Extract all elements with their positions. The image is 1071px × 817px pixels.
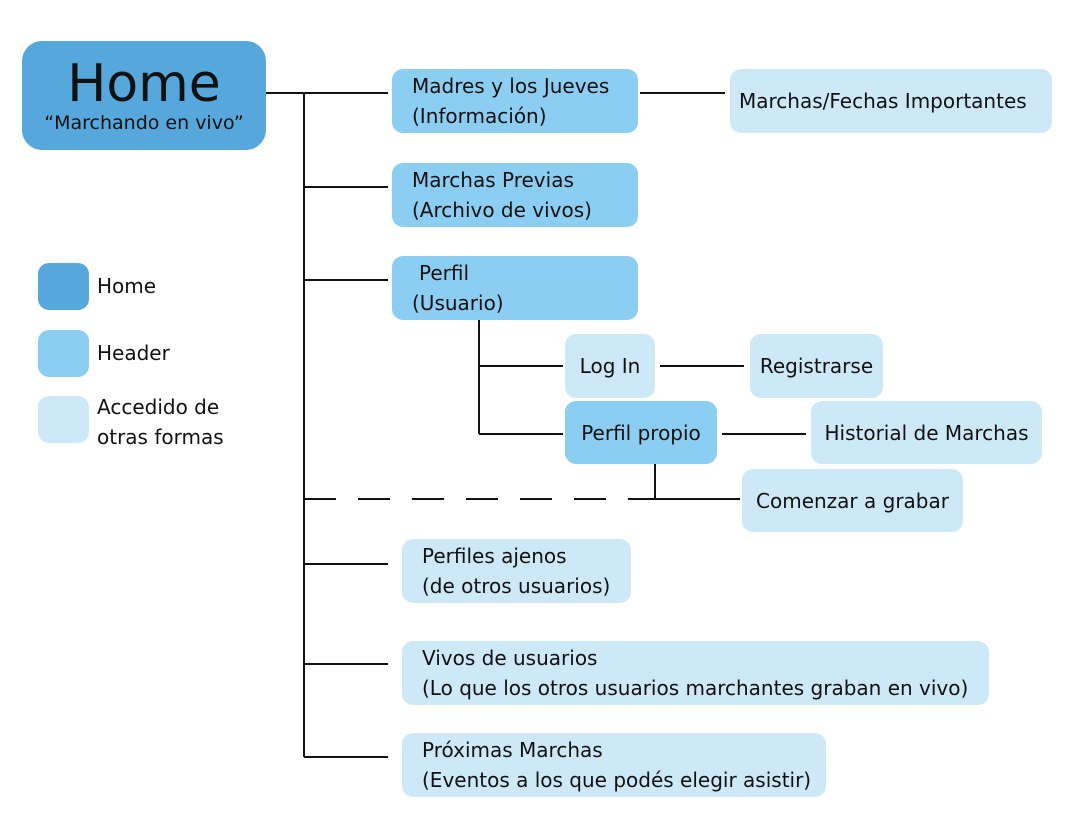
node-proximas[interactable]: Próximas Marchas (Eventos a los que podé… — [402, 733, 826, 797]
node-marchas-previas[interactable]: Marchas Previas (Archivo de vivos) — [392, 163, 638, 227]
node-vivos[interactable]: Vivos de usuarios (Lo que los otros usua… — [402, 641, 989, 705]
node-perfil-propio[interactable]: Perfil propio — [565, 401, 717, 464]
node-perfiles-ajenos[interactable]: Perfiles ajenos (de otros usuarios) — [402, 539, 631, 603]
legend-item-header: Header — [38, 330, 170, 377]
home-node[interactable]: Home “Marchando en vivo” — [22, 41, 266, 150]
node-marchas-fechas[interactable]: Marchas/Fechas Importantes — [730, 69, 1052, 133]
node-historial-line1: Historial de Marchas — [824, 420, 1029, 445]
legend-label-header: Header — [97, 341, 170, 365]
node-proximas-line2: (Eventos a los que podés elegir asistir) — [422, 768, 812, 792]
node-perfil-line1: Perfil — [419, 261, 470, 285]
node-vivos-line2: (Lo que los otros usuarios marchantes gr… — [422, 676, 969, 700]
legend-label-other: Accedido de otras formas — [97, 395, 224, 449]
node-historial[interactable]: Historial de Marchas — [811, 401, 1042, 464]
node-perfil-propio-line1: Perfil propio — [581, 420, 701, 445]
legend-label-home: Home — [97, 274, 157, 298]
node-marchas-previas-line1: Marchas Previas — [412, 168, 574, 192]
node-madres-line1: Madres y los Jueves — [412, 74, 610, 98]
home-subtitle: “Marchando en vivo” — [44, 111, 244, 134]
node-login[interactable]: Log In — [565, 334, 655, 398]
node-comenzar-line1: Comenzar a grabar — [756, 488, 949, 513]
legend-item-home: Home — [38, 263, 156, 310]
node-perfiles-ajenos-line1: Perfiles ajenos — [422, 544, 567, 568]
node-perfil-line2: (Usuario) — [412, 291, 504, 315]
node-comenzar[interactable]: Comenzar a grabar — [742, 469, 963, 532]
legend-swatch-home — [38, 263, 89, 310]
node-login-line1: Log In — [579, 354, 641, 378]
node-registrarse[interactable]: Registrarse — [750, 334, 883, 398]
node-madres[interactable]: Madres y los Jueves (Información) — [392, 69, 638, 133]
node-proximas-line1: Próximas Marchas — [422, 738, 603, 762]
legend-item-other: Accedido de otras formas — [38, 395, 224, 452]
node-registrarse-line1: Registrarse — [759, 354, 874, 378]
node-madres-line2: (Información) — [412, 104, 547, 128]
home-title: Home — [67, 53, 221, 114]
node-vivos-line1: Vivos de usuarios — [422, 646, 598, 670]
node-marchas-fechas-line1: Marchas/Fechas Importantes — [739, 89, 1027, 113]
node-perfil[interactable]: Perfil (Usuario) — [392, 256, 638, 320]
legend-swatch-header — [38, 330, 89, 377]
legend-swatch-other — [38, 396, 89, 443]
node-perfiles-ajenos-line2: (de otros usuarios) — [422, 574, 611, 598]
node-marchas-previas-line2: (Archivo de vivos) — [412, 198, 592, 222]
